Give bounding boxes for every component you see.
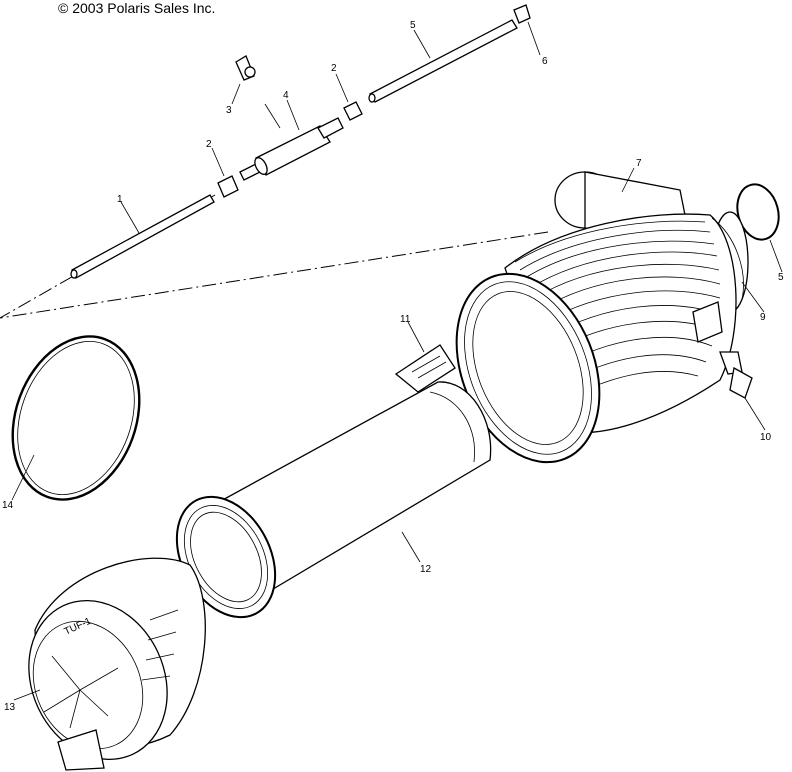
callout-1: 1 — [117, 194, 123, 205]
o-ring-14 — [11, 335, 141, 501]
callout-3: 3 — [226, 105, 232, 116]
cover-star-pattern — [43, 655, 119, 729]
leader-lines — [11, 21, 783, 701]
callout-2b: 2 — [331, 63, 337, 74]
collar-9 — [711, 217, 744, 301]
callout-6: 6 — [542, 56, 548, 67]
tube-1 — [70, 194, 215, 279]
callout-7: 7 — [636, 158, 642, 169]
elbow-fitting-10 — [719, 351, 753, 399]
tube-5 — [368, 19, 518, 103]
clamp-3 — [235, 55, 256, 81]
end-cover-13: TUF-1 — [28, 557, 206, 771]
callout-10: 10 — [760, 432, 772, 443]
sleeve-2-lower — [217, 175, 239, 198]
callout-9: 9 — [760, 312, 766, 323]
sleeve-2-upper — [343, 101, 363, 121]
filter-cartridge-12 — [175, 381, 492, 619]
callout-11: 11 — [400, 314, 411, 325]
callout-labels: 1 2 2 3 4 5 5 6 7 9 10 11 12 13 14 — [2, 20, 784, 713]
callout-4: 4 — [283, 90, 289, 101]
callout-2a: 2 — [206, 139, 212, 150]
callout-13: 13 — [4, 702, 16, 713]
callout-5b: 5 — [778, 272, 784, 283]
cap-6 — [513, 4, 531, 24]
valve-4 — [239, 117, 344, 181]
copyright-notice: © 2003 Polaris Sales Inc. — [58, 0, 216, 16]
callout-14: 14 — [2, 500, 14, 511]
callout-5a: 5 — [410, 20, 416, 31]
callout-12: 12 — [420, 564, 432, 575]
housing-7 — [455, 171, 749, 464]
inner-element-11 — [394, 344, 456, 393]
